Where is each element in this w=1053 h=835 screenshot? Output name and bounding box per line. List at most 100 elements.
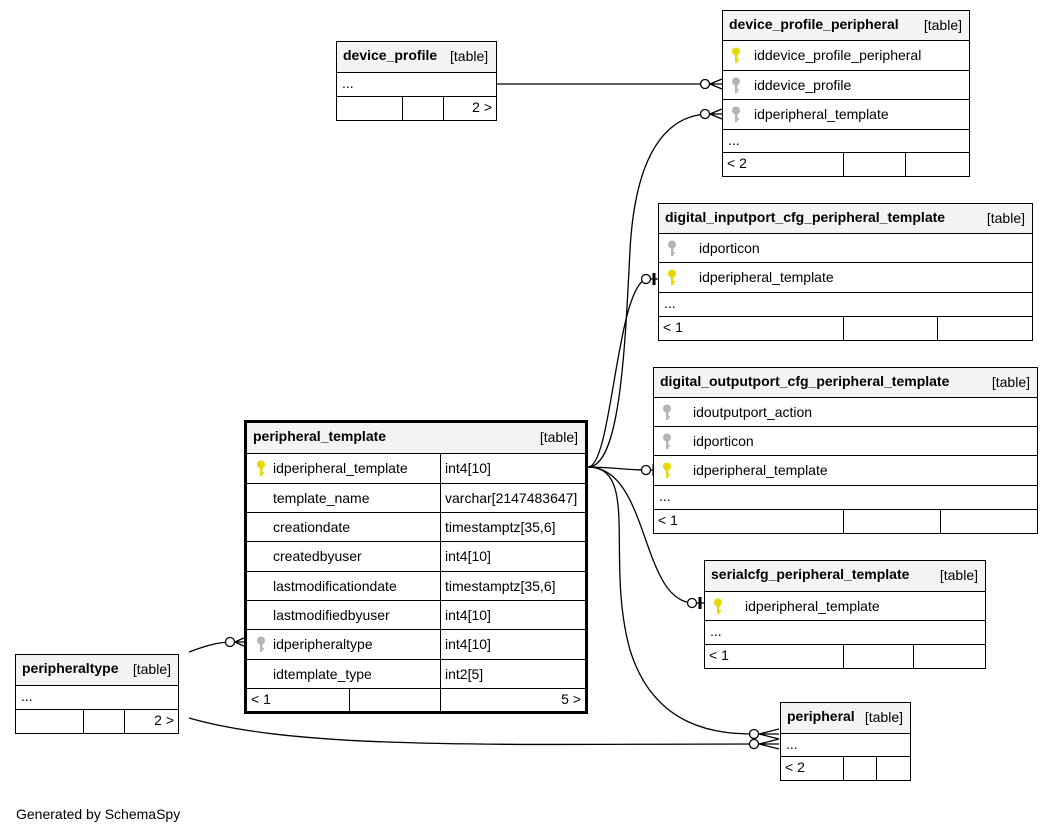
- column-name: idperipheraltype: [273, 636, 373, 652]
- ellipsis-row: ...: [337, 73, 496, 97]
- footer-cell: < 2: [785, 759, 805, 775]
- footer-cell: < 1: [658, 512, 678, 528]
- footer-cell: [337, 97, 402, 120]
- divider: [440, 513, 441, 541]
- crowfoot-circle: [699, 78, 711, 90]
- table-device-profile-peripheral[interactable]: device_profile_peripheral [table] iddevi…: [722, 10, 970, 177]
- table-name: peripheraltype: [22, 660, 119, 676]
- table-header: serialcfg_peripheral_template [table]: [705, 561, 985, 592]
- column-name: template_name: [273, 490, 370, 506]
- column-type: timestamptz[35,6]: [445, 519, 556, 535]
- table-footer: 2 >: [16, 710, 178, 733]
- footer-cell: [83, 710, 124, 733]
- table-header: device_profile_peripheral [table]: [723, 11, 969, 41]
- ellipsis: ...: [342, 75, 354, 91]
- footer-cell: 2 >: [124, 710, 178, 733]
- table-device-profile[interactable]: device_profile [table] ... 2 >: [336, 41, 497, 121]
- footer-cell: < 1: [663, 319, 683, 335]
- footer-cell: < 2: [727, 155, 747, 171]
- table-name: device_profile_peripheral: [729, 16, 899, 32]
- footer-cell: 5 >: [440, 689, 585, 712]
- table-peripheral-template[interactable]: peripheral_template [table] idperipheral…: [244, 420, 588, 714]
- ellipsis: ...: [786, 736, 798, 752]
- footer-cell: < 1: [251, 691, 271, 707]
- crowfoot-circle: [748, 728, 760, 740]
- table-header: digital_outputport_cfg_peripheral_templa…: [654, 368, 1037, 398]
- table-footer: < 2: [723, 153, 969, 176]
- table-tag: [table]: [991, 374, 1030, 390]
- table-name: digital_outputport_cfg_peripheral_templa…: [660, 373, 950, 389]
- column-type: varchar[2147483647]: [445, 490, 578, 506]
- column-row[interactable]: iddevice_profile: [723, 71, 969, 100]
- footer-cell: [905, 153, 969, 176]
- table-digital-outputport-cfg-peripheral-template[interactable]: digital_outputport_cfg_peripheral_templa…: [653, 367, 1038, 534]
- column-row[interactable]: iddevice_profile_peripheral: [723, 41, 969, 71]
- table-tag: [table]: [132, 661, 171, 677]
- column-row[interactable]: idperipheral_template: [659, 263, 1032, 293]
- footer-cell: 2 >: [443, 97, 496, 120]
- footer-cell: [843, 153, 905, 176]
- column-type: int4[10]: [445, 548, 491, 564]
- divider: [440, 572, 441, 600]
- table-serialcfg-peripheral-template[interactable]: serialcfg_peripheral_template [table] id…: [704, 560, 986, 669]
- crowfoot: [758, 738, 780, 750]
- column-row[interactable]: lastmodifiedbyuser int4[10]: [247, 601, 585, 630]
- column-name: iddevice_profile_peripheral: [754, 47, 922, 63]
- table-footer: < 1: [654, 510, 1037, 533]
- column-row[interactable]: idoutputport_action: [654, 398, 1037, 427]
- edge-serialcfg: [587, 466, 695, 604]
- foreign-key-icon: [257, 636, 265, 652]
- table-tag: [table]: [864, 709, 903, 725]
- table-name: device_profile: [343, 47, 438, 63]
- column-type: int4[10]: [445, 460, 491, 476]
- column-type: int4[10]: [445, 636, 491, 652]
- primary-key-icon: [714, 598, 722, 614]
- column-row[interactable]: idperipheral_template int4[10]: [247, 454, 585, 484]
- table-header: device_profile [table]: [337, 42, 496, 73]
- column-row[interactable]: idporticon: [654, 427, 1037, 456]
- column-name: idperipheral_template: [745, 598, 880, 614]
- crowfoot-circle: [748, 738, 760, 750]
- column-row[interactable]: idperipheral_template: [723, 100, 969, 130]
- column-type: timestamptz[35,6]: [445, 578, 556, 594]
- table-tag: [table]: [450, 48, 489, 64]
- footer-cell: [16, 710, 83, 733]
- column-row[interactable]: idtemplate_type int2[5]: [247, 660, 585, 689]
- column-row[interactable]: idperipheral_template: [705, 592, 985, 621]
- table-name: digital_inputport_cfg_peripheral_templat…: [665, 209, 946, 225]
- ellipsis: ...: [21, 688, 33, 704]
- table-peripheraltype[interactable]: peripheraltype [table] ... 2 >: [15, 654, 179, 734]
- crowfoot: [709, 78, 723, 90]
- column-row[interactable]: lastmodificationdate timestamptz[35,6]: [247, 572, 585, 601]
- generated-by-note: Generated by SchemaSpy: [16, 806, 181, 822]
- table-peripheral[interactable]: peripheral [table] ... < 2: [780, 702, 911, 781]
- column-name: idtemplate_type: [273, 666, 372, 682]
- primary-key-icon: [732, 47, 740, 63]
- table-tag: [table]: [939, 567, 978, 583]
- primary-key-icon: [663, 462, 671, 478]
- column-row[interactable]: creationdate timestamptz[35,6]: [247, 513, 585, 542]
- footer-cell: [349, 689, 440, 712]
- column-row[interactable]: template_name varchar[2147483647]: [247, 484, 585, 513]
- column-name: idperipheral_template: [273, 460, 408, 476]
- edge-peripheraltype-peripheral: [188, 717, 756, 746]
- footer-cell: [843, 317, 937, 340]
- footer-cell: [937, 317, 1032, 340]
- edge-inputport: [587, 278, 647, 468]
- ellipsis-row: ...: [659, 293, 1032, 317]
- table-name: serialcfg_peripheral_template: [711, 566, 910, 582]
- column-type: int4[10]: [445, 607, 491, 623]
- table-digital-inputport-cfg-peripheral-template[interactable]: digital_inputport_cfg_peripheral_templat…: [658, 203, 1033, 341]
- table-footer: < 1 5 >: [247, 689, 585, 712]
- column-name: idperipheral_template: [754, 106, 889, 122]
- column-row[interactable]: idporticon: [659, 234, 1032, 263]
- column-name: creationdate: [273, 519, 351, 535]
- column-row[interactable]: idperipheral_template: [654, 456, 1037, 486]
- footer-cell: [913, 645, 985, 668]
- column-row[interactable]: idperipheraltype int4[10]: [247, 630, 585, 660]
- table-header: peripheral_template [table]: [247, 423, 585, 454]
- crowfoot: [709, 108, 723, 120]
- column-name: lastmodifiedbyuser: [273, 607, 390, 623]
- column-row[interactable]: createdbyuser int4[10]: [247, 542, 585, 572]
